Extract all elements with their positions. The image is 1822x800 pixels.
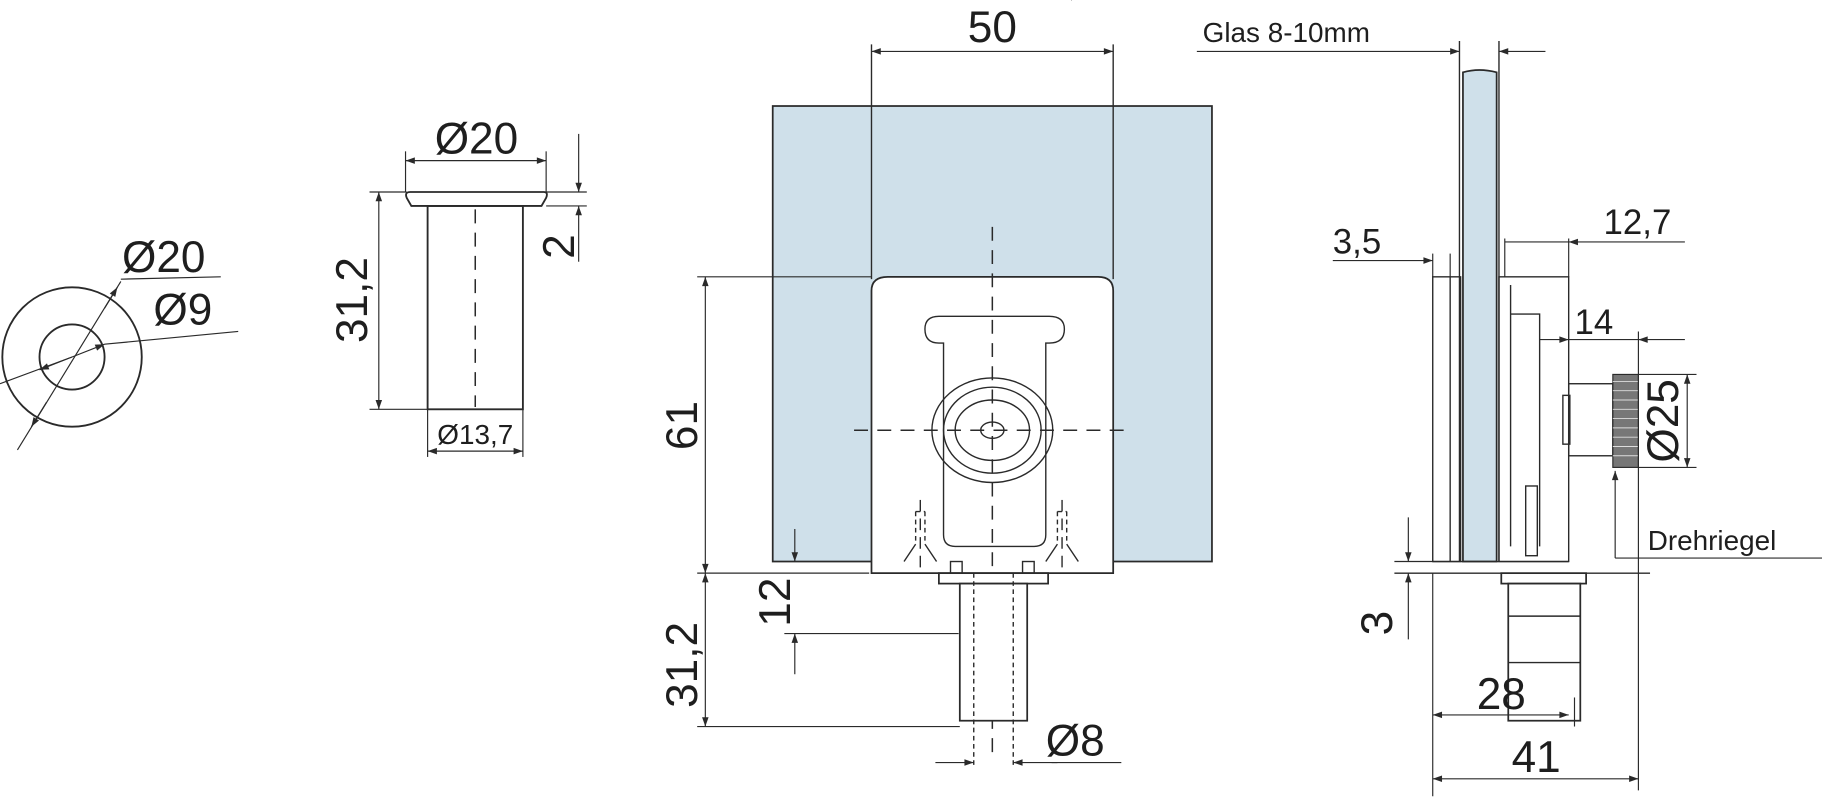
wall-thickness: 3,5 bbox=[1333, 223, 1381, 262]
knob-label: Drehriegel bbox=[1648, 525, 1777, 556]
washer-inner-diameter: Ø9 bbox=[153, 285, 212, 334]
glass-thickness-label: Glas 8-10mm bbox=[1203, 17, 1370, 48]
front-height: 61 bbox=[658, 401, 707, 450]
bolt-depth: 28 bbox=[1477, 670, 1526, 719]
washer-view: Ø20 Ø9 bbox=[0, 233, 239, 451]
glass-edge bbox=[1462, 69, 1498, 563]
front-bolt-diameter: Ø8 bbox=[1046, 717, 1105, 766]
bolt bbox=[958, 582, 1029, 722]
sleeve-tube-diameter: Ø13,7 bbox=[437, 419, 513, 450]
body-depth: 12,7 bbox=[1604, 203, 1672, 242]
front-bolt-offset: 12 bbox=[751, 578, 800, 627]
front-width: 50 bbox=[968, 3, 1017, 52]
front-view: 50 61 12 31,2 Ø8 bbox=[658, 3, 1213, 768]
sleeve-flange-thickness: 2 bbox=[535, 234, 584, 259]
total-depth: 41 bbox=[1512, 733, 1561, 782]
sleeve-flange-diameter: Ø20 bbox=[435, 115, 518, 164]
knob-distance: 14 bbox=[1574, 303, 1613, 342]
front-bolt-length: 31,2 bbox=[658, 622, 707, 708]
washer-outer-diameter: Ø20 bbox=[122, 233, 205, 282]
side-view: Glas 8-10mm 3,5 12,7 14 Ø25 Drehriegel 3 bbox=[1196, 17, 1822, 797]
base-thickness: 3 bbox=[1353, 611, 1402, 636]
knob bbox=[1612, 373, 1639, 468]
sleeve-view: Ø20 31,2 2 Ø13,7 bbox=[328, 115, 587, 457]
sleeve-length: 31,2 bbox=[328, 257, 377, 343]
knob-diameter: Ø25 bbox=[1639, 379, 1688, 462]
